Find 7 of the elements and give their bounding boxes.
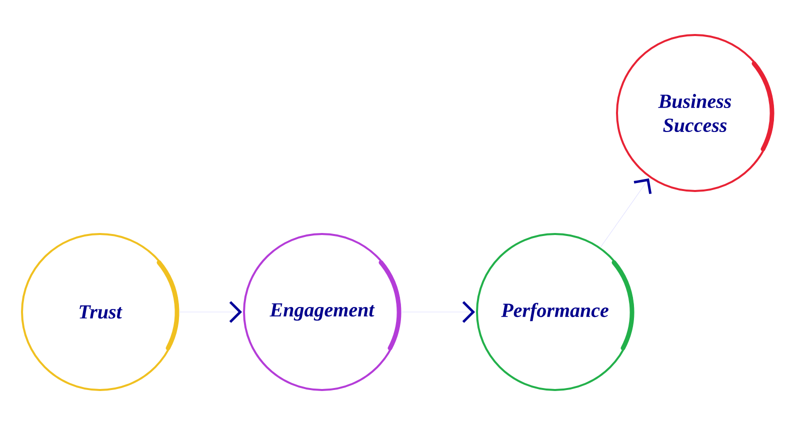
circle-node: Engagement	[243, 233, 402, 391]
circle-node: Performance	[476, 233, 634, 391]
chevron-arrow	[400, 301, 475, 323]
circle-node: Business Success	[616, 34, 774, 192]
chevron-arrow	[178, 301, 242, 323]
circle-node: Trust	[21, 233, 180, 391]
chevron-arrow	[600, 178, 652, 248]
